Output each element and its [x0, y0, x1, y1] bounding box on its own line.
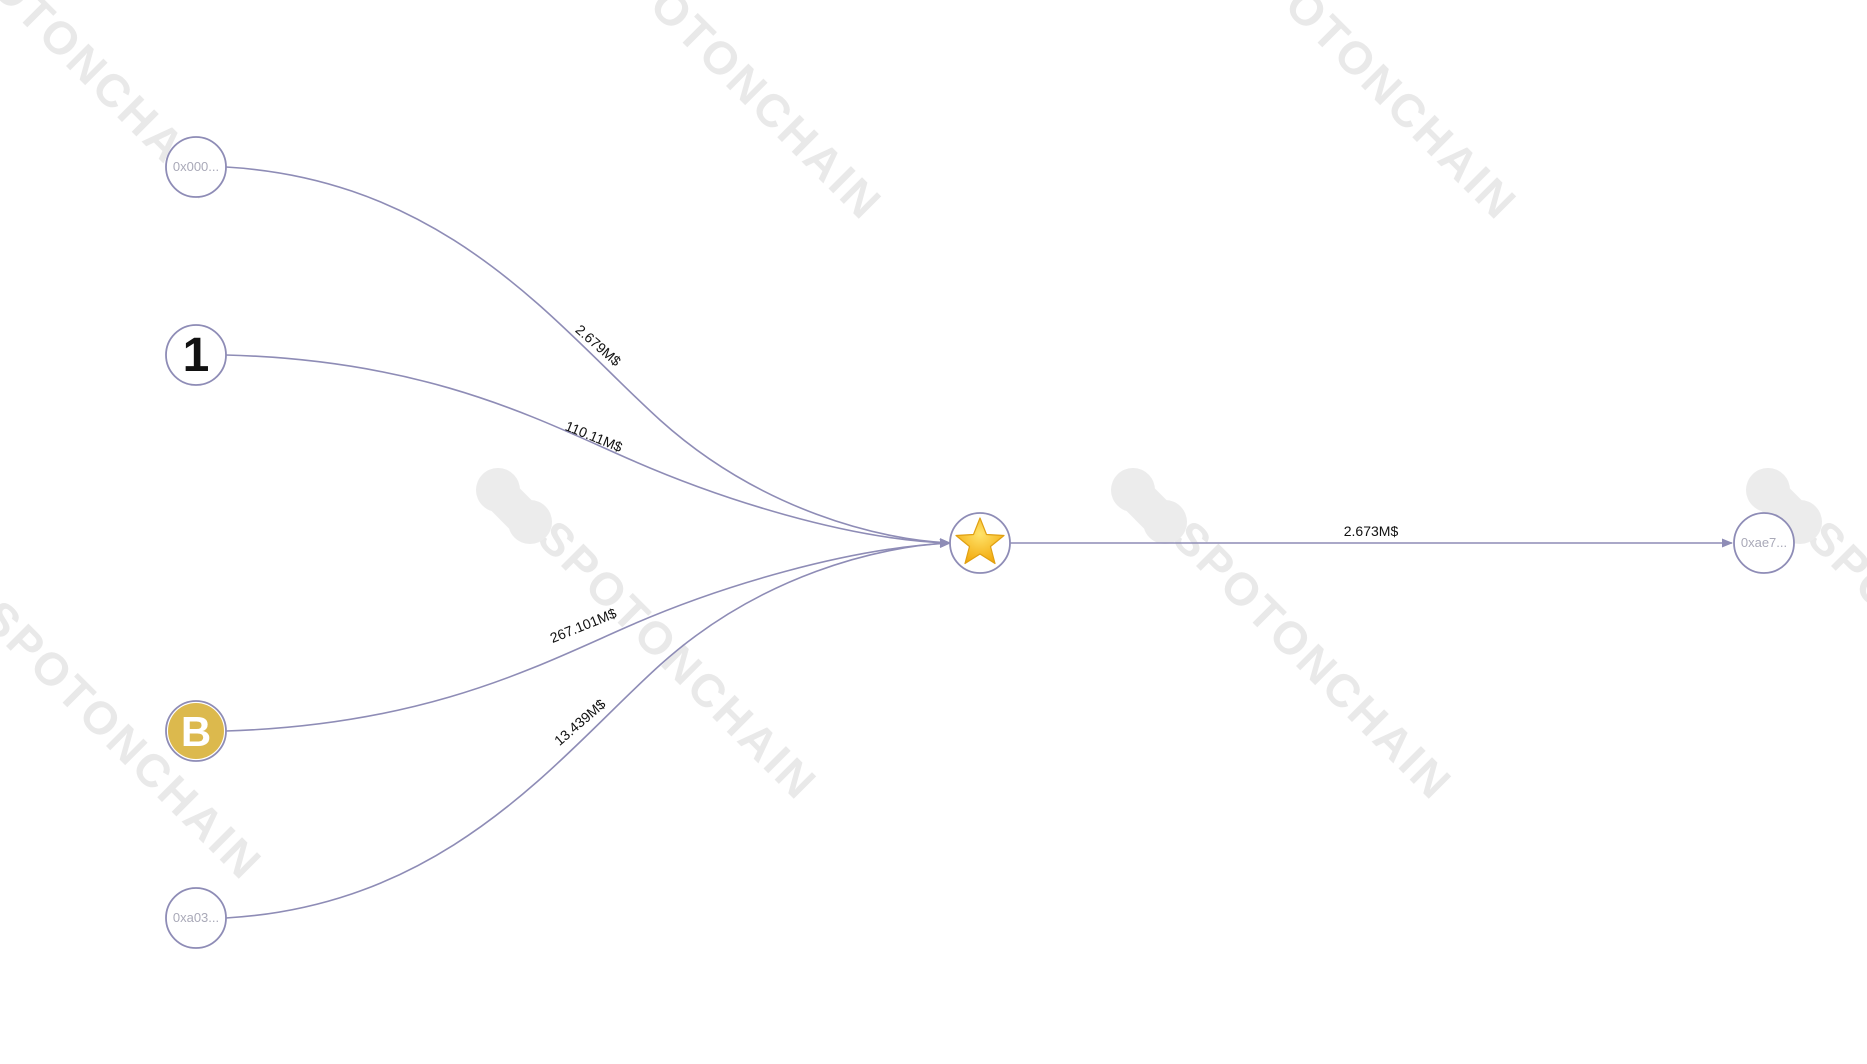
- edge-binance-to-center[interactable]: [225, 539, 952, 732]
- watermark-text: SPOTONCHAIN: [1228, 0, 1528, 230]
- node-entity-1[interactable]: 1: [165, 324, 227, 386]
- edge-label: 2.673M$: [1344, 523, 1399, 539]
- node-binance[interactable]: B: [165, 700, 227, 762]
- watermark-text: SPOTONCHAIN: [0, 590, 273, 890]
- edge-label: 110.11M$: [563, 418, 625, 455]
- binance-logo-label: B: [181, 708, 211, 755]
- watermark-text: SPOTONCHAIN: [528, 510, 828, 810]
- watermark-text: SPOTONCHAIN: [1798, 510, 1867, 810]
- watermark-logo-icon: [1746, 468, 1822, 544]
- node-entity-label: 1: [183, 329, 210, 382]
- watermark-layer: SPOTONCHAIN SPOTONCHAIN SPOTONCHAIN SPOT…: [0, 0, 1867, 890]
- edge-label: 2.679M$: [572, 321, 624, 369]
- node-0x000[interactable]: 0x000...: [165, 136, 227, 198]
- node-address-label: 0xa03...: [173, 910, 219, 925]
- watermark-logo-icon: [476, 468, 552, 544]
- watermark-logo-icon: [1111, 468, 1187, 544]
- star-icon: [955, 517, 1005, 565]
- edge-0x000-to-center[interactable]: [225, 166, 952, 548]
- edge-0xa03-to-center[interactable]: [225, 538, 952, 919]
- watermark-text: SPOTONCHAIN: [1163, 510, 1463, 810]
- node-address-label: 0xae7...: [1741, 535, 1787, 550]
- node-address-label: 0x000...: [173, 159, 219, 174]
- binance-logo-icon: [168, 703, 224, 759]
- edges-layer: [225, 166, 1734, 919]
- edge-1-to-center[interactable]: [225, 354, 952, 548]
- node-center-star[interactable]: [949, 512, 1011, 574]
- node-0xa03[interactable]: 0xa03...: [165, 887, 227, 949]
- node-0xae7[interactable]: 0xae7...: [1733, 512, 1795, 574]
- watermark-text: SPOTONCHAIN: [593, 0, 893, 230]
